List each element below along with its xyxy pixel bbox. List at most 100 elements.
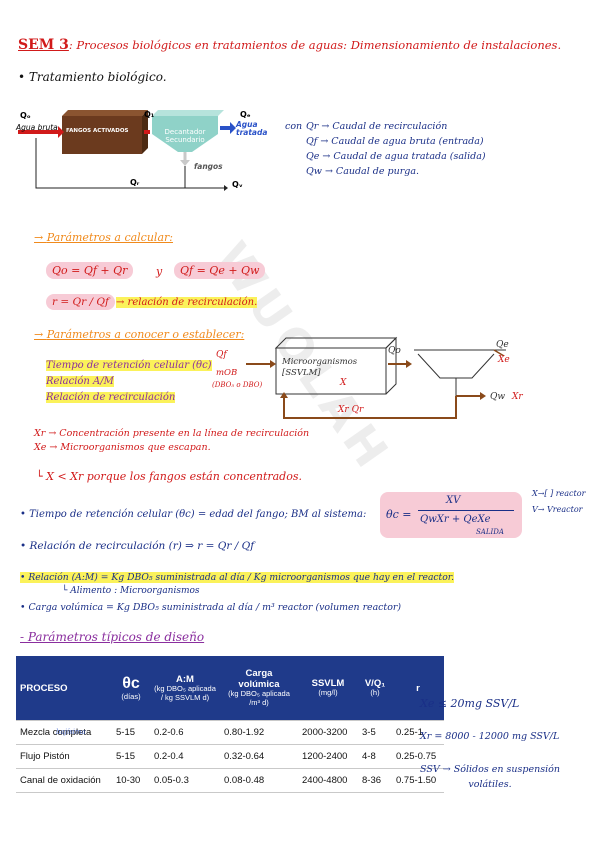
table-row: Canal de oxidación 10-30 0.05-0.3 0.08-0… xyxy=(16,768,444,793)
known-item-text: Relación A/M xyxy=(46,376,114,387)
th-sub: (h) xyxy=(370,688,380,698)
known-heading: → Parámetros a conocer o establecer: xyxy=(34,328,245,341)
table-cell: 0.08-0.48 xyxy=(220,768,298,793)
known-item: Relación A/M xyxy=(46,374,212,390)
table-row: Mezcla completa 5-15 0.2-0.6 0.80-1.92 2… xyxy=(16,720,444,745)
theta-formula-box xyxy=(380,492,522,538)
side-note-xr: Xr = 8000 - 12000 mg SSV/L xyxy=(420,731,560,742)
legend-item: Qf → Caudal de agua bruta (entrada) xyxy=(306,136,484,147)
recirc-def: • Relación de recirculación (r) ⇒ r = Qr… xyxy=(20,540,255,552)
design-params-table: PROCESO θc(días) A:M(kg DBO₅ aplicada / … xyxy=(16,656,444,793)
table-cell: 2400-4800 xyxy=(298,768,358,793)
table-cell: 4-8 xyxy=(358,744,392,769)
am-def-text: • Relación (A:M) = Kg DBO₅ suministrada … xyxy=(20,572,455,583)
th-sub: (kg DBO₅ aplicada / kg SSVLM d) xyxy=(154,683,216,702)
table-cell: 3-5 xyxy=(358,720,392,745)
salida-label: SALIDA xyxy=(476,528,504,536)
known-notes: Xr → Concentración presente en la línea … xyxy=(34,427,309,455)
th-label: V/Q₁ xyxy=(364,678,386,690)
table-cell: Canal de oxidación xyxy=(16,768,112,793)
section-title: • Tratamiento biológico. xyxy=(18,70,167,84)
table-cell: 0.2-0.6 xyxy=(150,720,220,745)
table-cell: 0.32-0.64 xyxy=(220,744,298,769)
d2-xe: Xe xyxy=(498,355,510,365)
th-proceso: PROCESO xyxy=(16,656,112,721)
theta-lhs: θc = xyxy=(386,508,412,521)
typical-heading: - Parámetros típicos de diseño xyxy=(20,630,205,644)
am-def: • Relación (A:M) = Kg DBO₅ suministrada … xyxy=(20,572,455,583)
table-cell: Mezcla completa xyxy=(16,720,112,745)
known-conclusion: └ X < Xr porque los fangos están concent… xyxy=(36,470,302,483)
fangos-label: fangos xyxy=(194,162,223,171)
th-label: PROCESO xyxy=(20,682,68,694)
known-heading-text: Parámetros a conocer o establecer: xyxy=(46,328,245,341)
theta-num: XV xyxy=(446,495,461,506)
known-note: Xr → Concentración presente en la línea … xyxy=(34,428,310,439)
eq-qf: Qf = Qe + Qw xyxy=(174,262,266,279)
eq-r: r = Qr / Qf xyxy=(46,294,115,310)
q-mid-label: Q₁ xyxy=(144,110,155,119)
side-note-xe: Xe ≤ 20mg SSV/L xyxy=(420,697,520,710)
d2-box-label: Microorganismos [SSVLM] xyxy=(282,357,358,378)
eq-qo: Qo = Qf + Qr xyxy=(46,262,134,279)
d2-x: X xyxy=(340,378,347,388)
d2-xr: Xr xyxy=(512,392,523,402)
alimento-note: └ Alimento : Microorganismos xyxy=(62,586,200,596)
d2-qe: Qe xyxy=(496,340,509,350)
th-ssvlm: SSVLM(mg/l) xyxy=(298,656,358,721)
th-r: r xyxy=(392,656,444,721)
page-title: SEM 3: Procesos biológicos en tratamient… xyxy=(18,37,561,53)
th-label: Carga volúmica xyxy=(238,668,280,691)
agua-bruta-label: Agua bruta xyxy=(16,123,58,132)
q-r-label: Qᵣ xyxy=(130,178,140,187)
title-text: : Procesos biológicos en tratamientos de… xyxy=(68,38,562,52)
theta-arrow-v: V→ Vreactor xyxy=(532,505,583,514)
legend-item: Qr → Caudal de recirculación xyxy=(306,121,448,132)
th-carga: Carga volúmica(kg DBO₅ aplicada /m³ d) xyxy=(220,656,298,721)
table-cell: 1200-2400 xyxy=(298,744,358,769)
eq-r-note: → relación de recirculación. xyxy=(116,297,258,308)
table-cell: 0.80-1.92 xyxy=(220,720,298,745)
th-am: A:M(kg DBO₅ aplicada / kg SSVLM d) xyxy=(150,656,220,721)
d2-xr-qr: Xr Qr xyxy=(338,405,364,415)
process-diagram xyxy=(18,110,236,191)
table-cell: 10-30 xyxy=(112,768,150,793)
calc-heading-text: Parámetros a calcular: xyxy=(46,231,173,244)
th-sub: (mg/l) xyxy=(318,688,338,698)
legend-intro: con xyxy=(285,121,303,132)
table-cell: 8-36 xyxy=(358,768,392,793)
reactor-diagram xyxy=(246,336,506,419)
calc-heading: → Parámetros a calcular: xyxy=(34,231,173,244)
th-label: SSVLM xyxy=(311,678,345,690)
decantador-label: Decantador Secundario xyxy=(164,128,206,145)
q-out-label: Qₑ xyxy=(240,110,251,119)
table-cell: 0.2-0.4 xyxy=(150,744,220,769)
legend-item: Qe → Caudal de agua tratada (salida) xyxy=(306,151,486,162)
d2-mob: mOB xyxy=(216,368,238,378)
legend-item: Qw → Caudal de purga. xyxy=(306,166,420,177)
d2-qf: Qf xyxy=(216,350,227,360)
known-item: Relación de recirculación xyxy=(46,390,212,406)
table-annotation: bajísima xyxy=(56,728,86,736)
d2-qo: Qo xyxy=(388,346,401,356)
theta-def: • Tiempo de retención celular (θc) = eda… xyxy=(20,509,367,520)
table-cell: 0.05-0.3 xyxy=(150,768,220,793)
known-note: Xe → Microorganismos que escapan. xyxy=(34,442,211,453)
table-row: Flujo Pistón 5-15 0.2-0.4 0.32-0.64 1200… xyxy=(16,744,444,769)
eq-y: y xyxy=(156,265,163,278)
sem-label: SEM 3 xyxy=(18,37,69,53)
table-header-row: PROCESO θc(días) A:M(kg DBO₅ aplicada / … xyxy=(16,656,444,721)
table-cell: 2000-3200 xyxy=(298,720,358,745)
table-cell: 5-15 xyxy=(112,744,150,769)
known-item-text: Tiempo de retención celular (θc) xyxy=(46,360,212,371)
q-w-label: Qᵥ xyxy=(232,180,243,189)
carga-def: • Carga volúmica = Kg DBO₅ suministrada … xyxy=(20,602,401,613)
th-label: A:M xyxy=(176,673,194,685)
d2-qw: Qw xyxy=(490,392,506,402)
known-conclusion-text: X < Xr porque los fangos están concentra… xyxy=(46,470,302,483)
legend-list: Qr → Caudal de recirculación Qf → Caudal… xyxy=(306,119,486,179)
table-cell: 5-15 xyxy=(112,720,150,745)
agua-tratada-label: Agua tratada xyxy=(236,120,268,138)
th-sub: (días) xyxy=(121,691,141,701)
tank-label: FANGOS ACTIVADOS xyxy=(66,128,129,134)
